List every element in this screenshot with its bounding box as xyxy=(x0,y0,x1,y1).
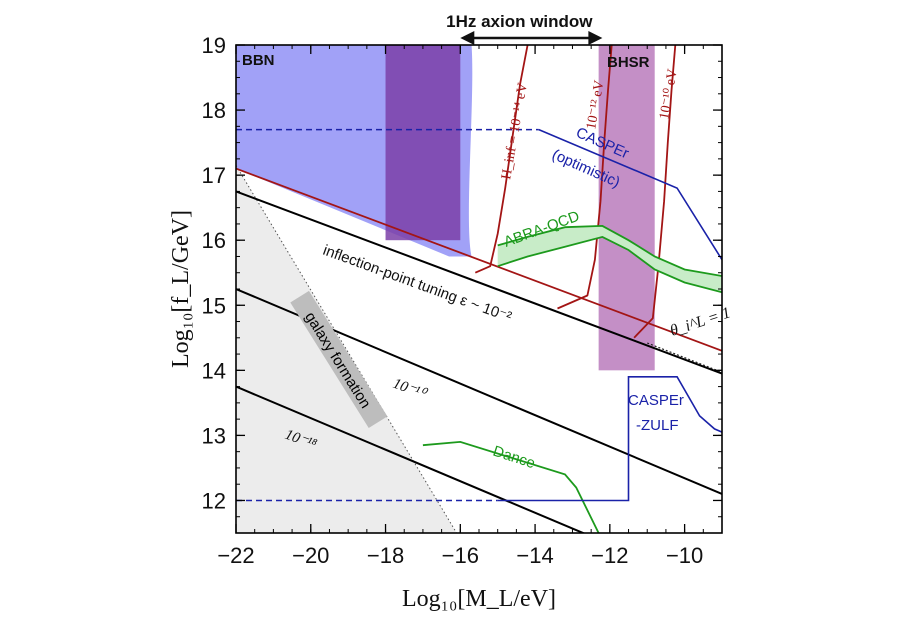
tuning-label-1: 10⁻¹⁰ xyxy=(391,376,430,403)
y-tick-label: 16 xyxy=(202,228,226,253)
galaxy-boundary-line xyxy=(236,165,458,533)
hinf-curve-2 xyxy=(633,45,677,339)
window-arrow-right xyxy=(588,31,603,45)
x-tick-label: −20 xyxy=(292,543,329,568)
abra-qcd-lower-line xyxy=(497,235,722,294)
window-arrow-left xyxy=(460,31,475,45)
bhsr-label: BHSR xyxy=(607,54,650,71)
x-tick-label: −16 xyxy=(442,543,479,568)
casper-zulf-line xyxy=(497,375,722,502)
tuning-line-3 xyxy=(236,385,586,533)
galaxy-formation-region xyxy=(236,165,457,533)
casper-optimistic-line xyxy=(538,128,722,261)
hinf-curve-1 xyxy=(557,45,613,310)
y-tick-label: 17 xyxy=(202,163,226,188)
y-axis-title: Log₁₀[f_L/GeV] xyxy=(168,210,194,368)
dance-line xyxy=(422,440,600,533)
x-tick-label: −12 xyxy=(591,543,628,568)
theta-label: θ_i^L = 1 xyxy=(668,304,733,339)
y-tick-label: 14 xyxy=(202,358,226,383)
y-tick-label: 12 xyxy=(202,488,226,513)
dance-label: Dance xyxy=(491,443,537,473)
hinf-curve-0 xyxy=(474,45,529,274)
tuning-line-1 xyxy=(236,190,722,375)
x-tick-label: −10 xyxy=(666,543,703,568)
hinf-label-2: 10⁻¹⁰ eV xyxy=(657,68,681,121)
y-tick-label: 18 xyxy=(202,98,226,123)
y-tick-label: 15 xyxy=(202,293,226,318)
y-tick-label: 13 xyxy=(202,423,226,448)
x-tick-label: −22 xyxy=(217,543,254,568)
theta-line xyxy=(646,342,722,373)
casper-zulf-label-2: -ZULF xyxy=(636,417,679,434)
abra-qcd-upper-line xyxy=(497,224,722,277)
purple-band-region xyxy=(385,45,461,241)
hinf-label-0: H_inf = 10⁻¹⁴ eV xyxy=(499,82,531,181)
x-axis-title: Log₁₀[M_L/eV] xyxy=(402,586,556,612)
y-tick-label: 19 xyxy=(202,33,226,58)
x-tick-label: −18 xyxy=(367,543,404,568)
tuning-line-0 xyxy=(236,167,722,352)
galaxy-formation-label-bg xyxy=(290,290,388,429)
casper-zulf-label-1: CASPEr xyxy=(628,392,684,409)
x-tick-label: −14 xyxy=(516,543,553,568)
window-title: 1Hz axion window xyxy=(446,12,593,31)
bbn-label: BBN xyxy=(242,52,275,69)
abra-qcd-band xyxy=(497,225,722,293)
